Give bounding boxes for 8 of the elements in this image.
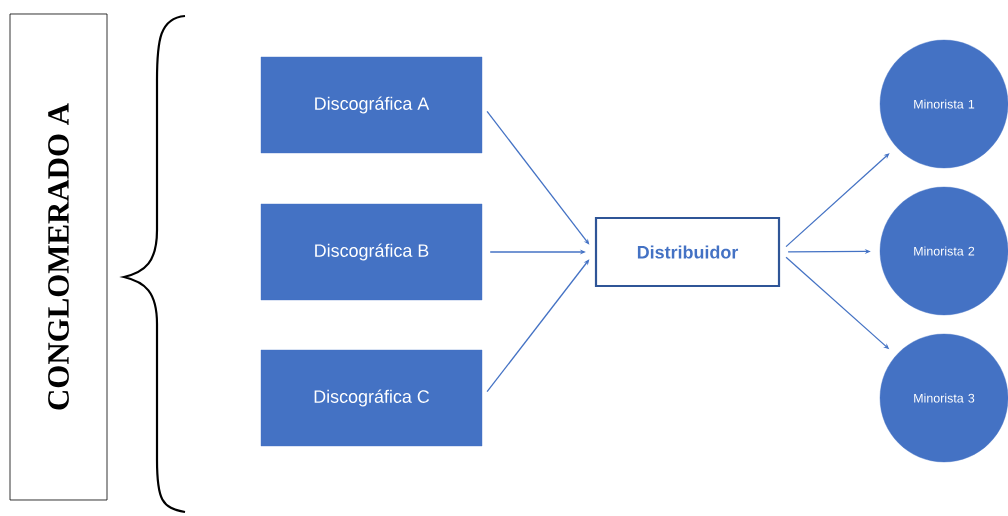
distributor-box: Distribuidor <box>594 216 781 288</box>
label-box: Discográfica A <box>260 56 483 154</box>
label-box: Discográfica B <box>260 203 483 301</box>
label-box: Discográfica C <box>260 349 483 447</box>
arrow <box>486 259 590 393</box>
arrow <box>785 153 890 248</box>
title-box: CONGLOMERADO A <box>9 13 108 501</box>
arrow <box>486 110 590 245</box>
